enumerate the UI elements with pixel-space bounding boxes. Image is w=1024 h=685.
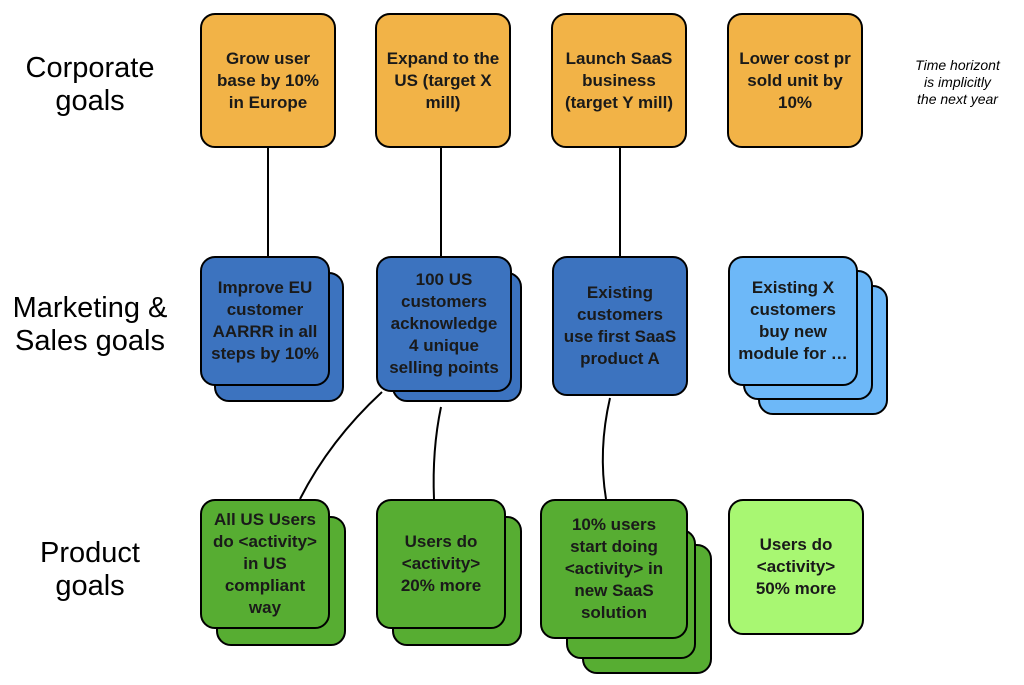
product-goal-card: 10% users start doing <activity> in new … <box>540 499 688 639</box>
connector-line <box>432 406 442 500</box>
corporate-goal-card: Launch SaaS business (target Y mill) <box>551 13 687 148</box>
marketing-goal-card: Existing X customers buy new module for … <box>728 256 858 386</box>
row-label-product: Product goals <box>40 537 140 602</box>
time-horizon-note: Time horizont is implicitly the next yea… <box>915 57 1000 107</box>
product-goal-card: Users do <activity> 50% more <box>728 499 864 635</box>
marketing-goal-card: Existing customers use first SaaS produc… <box>552 256 688 396</box>
connector-line <box>601 397 611 500</box>
marketing-goal-card: Improve EU customer AARRR in all steps b… <box>200 256 330 386</box>
corporate-goal-card: Expand to the US (target X mill) <box>375 13 511 148</box>
row-label-corporate: Corporate goals <box>25 52 155 117</box>
corporate-goal-card: Lower cost pr sold unit by 10% <box>727 13 863 148</box>
product-goal-card: All US Users do <activity> in US complia… <box>200 499 330 629</box>
connector-line <box>299 391 383 500</box>
row-label-marketing: Marketing & Sales goals <box>12 292 168 357</box>
corporate-goal-card: Grow user base by 10% in Europe <box>200 13 336 148</box>
marketing-goal-card: 100 US customers acknowledge 4 unique se… <box>376 256 512 392</box>
product-goal-card: Users do <activity> 20% more <box>376 499 506 629</box>
